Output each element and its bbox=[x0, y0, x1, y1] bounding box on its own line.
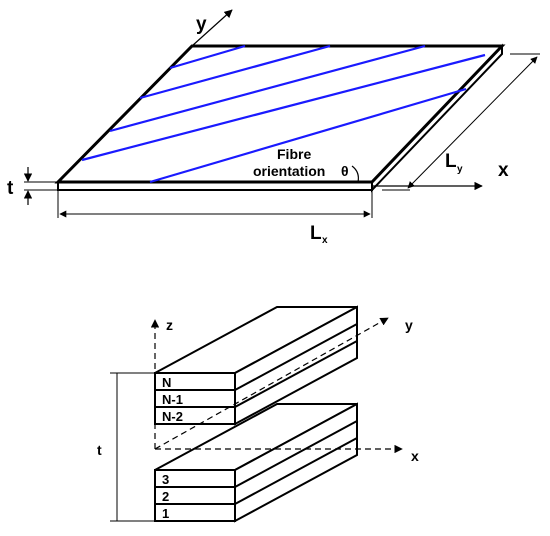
upper-block-front-face bbox=[154, 372, 236, 425]
fibre-line bbox=[109, 44, 426, 133]
upper-block-ply-edge bbox=[234, 340, 358, 408]
ly-label-main: L bbox=[445, 151, 457, 172]
plate-y-axis-label: y bbox=[196, 14, 207, 35]
lx-label-main: L bbox=[310, 223, 322, 244]
layer-label-n-2: N-2 bbox=[162, 409, 183, 424]
fibre-line bbox=[139, 44, 331, 100]
layer-label-3: 3 bbox=[162, 472, 169, 487]
laminate-y-axis bbox=[154, 317, 389, 450]
layer-label-n: N bbox=[162, 375, 171, 390]
fibre-label-line2: orientation bbox=[253, 163, 325, 179]
theta-symbol: θ bbox=[341, 163, 349, 179]
laminate-z-axis-label: z bbox=[166, 317, 173, 333]
lower-block-front-face bbox=[154, 469, 236, 522]
layer-label-2: 2 bbox=[162, 489, 169, 504]
plate-y-axis bbox=[191, 9, 233, 47]
laminate-y-axis-label: y bbox=[405, 317, 413, 333]
lx-label-sub: x bbox=[322, 235, 328, 246]
fibre-label-line1: Fibre bbox=[277, 146, 311, 162]
layer-label-1: 1 bbox=[162, 506, 169, 521]
plate-thickness-label: t bbox=[7, 178, 14, 199]
layer-label-n-1: N-1 bbox=[162, 392, 183, 407]
ly-label-sub: y bbox=[457, 164, 463, 175]
ly-dimension-line bbox=[407, 56, 538, 189]
lower-block-ply-edge bbox=[234, 420, 358, 488]
plate-group: y x Fibre orientation θ t L x L y bbox=[7, 9, 540, 246]
fibre-line bbox=[169, 44, 246, 70]
laminate-thickness-label: t bbox=[97, 442, 102, 458]
laminate-group: N N-1 N-2 3 2 1 z x y t bbox=[97, 305, 419, 523]
orientation-angle-arc bbox=[351, 165, 359, 183]
plate-x-axis-label: x bbox=[498, 160, 509, 181]
laminate-x-axis-label: x bbox=[411, 448, 419, 464]
upper-block-ply-edge bbox=[234, 323, 358, 391]
